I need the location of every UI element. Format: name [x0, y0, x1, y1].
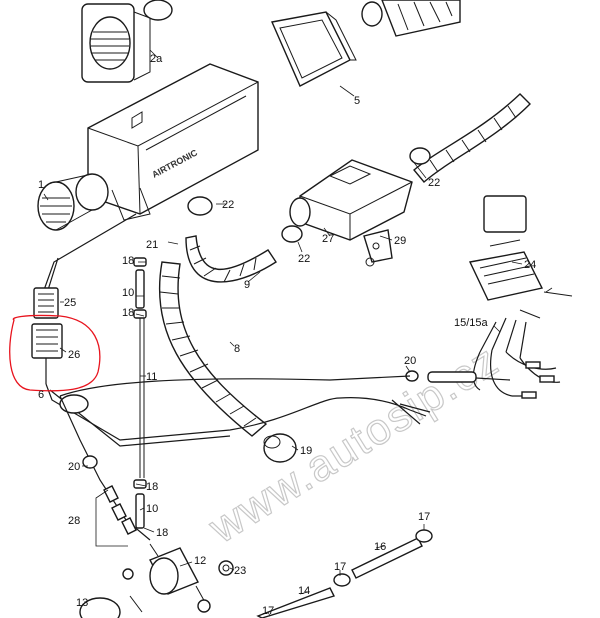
connector-26 [31, 323, 63, 384]
callout-14: 14 [298, 585, 310, 597]
intake-screen [37, 173, 109, 231]
callout-9: 9 [244, 279, 250, 291]
callout-5: 5 [354, 95, 360, 107]
callout-12: 12 [194, 555, 206, 567]
clamp-22-left [187, 196, 213, 216]
flex-duct-9 [185, 235, 277, 283]
callout-19: 19 [300, 445, 312, 457]
connector-17-left [197, 599, 211, 613]
connector-25 [33, 287, 59, 319]
callout-22-left: 22 [222, 199, 234, 211]
exhaust-silencer [289, 159, 413, 241]
fuel-pipe-14 [256, 587, 335, 618]
callout-10-top: 10 [122, 287, 134, 299]
callout-23: 23 [234, 565, 246, 577]
callout-2a: 2a [150, 53, 163, 65]
callout-24: 24 [524, 259, 536, 271]
fuel-line [133, 257, 147, 529]
callout-16: 16 [374, 541, 386, 553]
callout-labels: 1 2a 5 6 8 9 10 10 11 12 13 14 15/15a 16… [38, 53, 536, 617]
bracket-29 [363, 229, 393, 267]
callout-10-bottom: 10 [146, 503, 158, 515]
grommet-23 [218, 560, 234, 576]
outlet-tube-top [361, 0, 461, 37]
callout-18-a: 18 [122, 255, 134, 267]
highlight-circle [9, 314, 101, 392]
callout-17-bottom: 17 [262, 605, 274, 617]
callout-8: 8 [234, 343, 240, 355]
callout-25: 25 [64, 297, 76, 309]
watermark-text: www.autosip.cz [200, 336, 508, 554]
callout-11: 11 [146, 371, 157, 383]
callout-27: 27 [322, 233, 334, 245]
clamp-22-mid [281, 225, 303, 243]
callout-22-mid: 22 [298, 253, 310, 265]
callout-22-right: 22 [428, 177, 440, 189]
connector-17-mid [333, 573, 351, 587]
leader-lines [43, 49, 553, 617]
callout-17-right: 17 [418, 511, 430, 523]
callout-18-b: 18 [122, 307, 134, 319]
flex-exhaust [413, 93, 531, 183]
fuel-pump-12 [122, 543, 207, 605]
clamp-22-top [409, 147, 431, 165]
frame-part [271, 11, 357, 87]
callout-15-15a: 15/15a [454, 317, 489, 329]
callout-6: 6 [38, 389, 44, 401]
intake-grille [81, 0, 173, 83]
callout-21: 21 [146, 239, 158, 251]
callout-20-right: 20 [404, 355, 416, 367]
callout-26: 26 [68, 349, 80, 361]
callout-18-c: 18 [146, 481, 158, 493]
callout-20-left: 20 [68, 461, 80, 473]
callout-1: 1 [38, 179, 44, 191]
callout-17-mid: 17 [334, 561, 346, 573]
grommet-6 [59, 394, 89, 414]
relay-24 [468, 195, 573, 319]
hose-clamp-19 [263, 433, 297, 463]
callout-28: 28 [68, 515, 80, 527]
grommet-20 [82, 455, 98, 469]
bracket-13 [79, 595, 143, 618]
harness-6 [45, 383, 341, 441]
connector-17-right [415, 529, 433, 543]
callout-18-d: 18 [156, 527, 168, 539]
callout-13: 13 [76, 597, 88, 609]
cable-20 [405, 370, 511, 383]
main-harness [43, 213, 137, 291]
callout-29: 29 [394, 235, 406, 247]
heater-unit: AIRTRONIC [87, 63, 259, 221]
fuel-pipe-16 [351, 537, 423, 579]
cable-connectors-28 [103, 485, 137, 535]
